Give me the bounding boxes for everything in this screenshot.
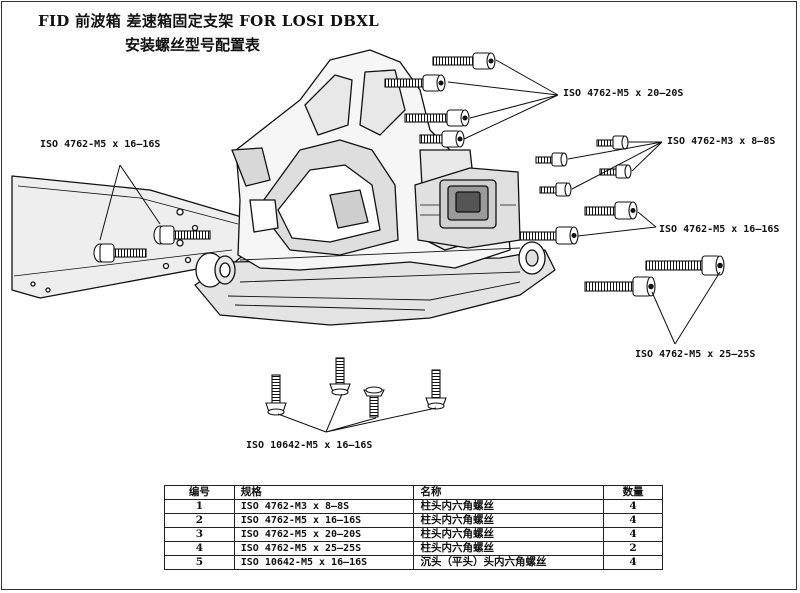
screw-m3x8-c (599, 164, 632, 179)
header-name: 名称 (413, 485, 605, 500)
screw-m5x20-c (404, 109, 470, 127)
callout-countersunk: ISO 10642-M5 x 16—16S (246, 440, 373, 451)
countersunk-screw-d (425, 369, 447, 410)
leader-m5x25 (651, 271, 721, 345)
screw-m5x20-b (384, 74, 446, 92)
row-spec: ISO 4762-M5 x 25—25S (233, 541, 415, 556)
screw-m5x16-left-a (93, 243, 147, 263)
row-name: 柱头内六角螺丝 (413, 527, 605, 542)
countersunk-screw-c (363, 386, 385, 418)
row-no: 3 (164, 527, 235, 542)
row-qty: 4 (603, 513, 663, 528)
table-row: 3 ISO 4762-M5 x 20—20S 柱头内六角螺丝 4 (164, 527, 663, 542)
screw-m5x16-right-b (519, 226, 579, 245)
row-name: 柱头内六角螺丝 (413, 541, 605, 556)
table-row: 5 ISO 10642-M5 x 16—16S 沉头（平头）头内六角螺丝 4 (164, 555, 663, 570)
row-qty: 4 (603, 527, 663, 542)
screw-m5x16-right-a (584, 201, 638, 220)
leader-m5x16-right (577, 211, 657, 237)
row-no: 5 (164, 555, 235, 570)
callout-m5x20: ISO 4762-M5 x 20—20S (563, 88, 684, 99)
table-row: 2 ISO 4762-M5 x 16—16S 柱头内六角螺丝 4 (164, 513, 663, 528)
header-no: 编号 (164, 485, 235, 500)
countersunk-screw-b (329, 357, 351, 396)
screw-m5x25-b (584, 276, 656, 297)
callout-m5x16-right: ISO 4762-M5 x 16—16S (659, 224, 780, 235)
screw-m5x16-left-b (153, 225, 211, 245)
table-header-row: 编号 规格 名称 数量 (164, 485, 663, 500)
row-spec: ISO 4762-M3 x 8—8S (233, 499, 415, 514)
callout-m5x25: ISO 4762-M5 x 25—25S (635, 349, 756, 360)
row-spec: ISO 10642-M5 x 16—16S (233, 555, 415, 570)
table-row: 4 ISO 4762-M5 x 25—25S 柱头内六角螺丝 2 (164, 541, 663, 556)
screw-spec-table: 编号 规格 名称 数量 1 ISO 4762-M3 x 8—8S 柱头内六角螺丝… (164, 485, 663, 570)
header-qty: 数量 (603, 485, 663, 500)
row-spec: ISO 4762-M5 x 16—16S (233, 513, 415, 528)
screw-m3x8-d (539, 182, 572, 197)
table-row: 1 ISO 4762-M3 x 8—8S 柱头内六角螺丝 4 (164, 499, 663, 514)
callout-m3x8: ISO 4762-M3 x 8—8S (667, 136, 776, 147)
leader-m5x20 (447, 59, 559, 140)
screw-m5x20-a (432, 52, 496, 70)
drawing-subtitle: 安装螺丝型号配置表 (125, 36, 261, 54)
row-no: 2 (164, 513, 235, 528)
screw-m3x8-a (596, 135, 629, 150)
countersunk-screw-a (265, 374, 287, 416)
row-qty: 4 (603, 499, 663, 514)
leader-m3x8 (567, 141, 663, 190)
screw-m5x25-a (645, 255, 725, 276)
row-qty: 4 (603, 555, 663, 570)
row-name: 沉头（平头）头内六角螺丝 (413, 555, 605, 570)
leader-m5x16-left (99, 164, 161, 241)
row-no: 1 (164, 499, 235, 514)
leader-countersunk (277, 393, 437, 433)
row-name: 柱头内六角螺丝 (413, 499, 605, 514)
row-name: 柱头内六角螺丝 (413, 513, 605, 528)
screw-m3x8-b (535, 152, 568, 167)
row-no: 4 (164, 541, 235, 556)
row-spec: ISO 4762-M5 x 20—20S (233, 527, 415, 542)
drawing-title: FID 前波箱 差速箱固定支架 FOR LOSI DBXL (38, 12, 380, 30)
row-qty: 2 (603, 541, 663, 556)
header-spec: 规格 (233, 485, 415, 500)
callout-m5x16-left: ISO 4762-M5 x 16—16S (40, 139, 161, 150)
